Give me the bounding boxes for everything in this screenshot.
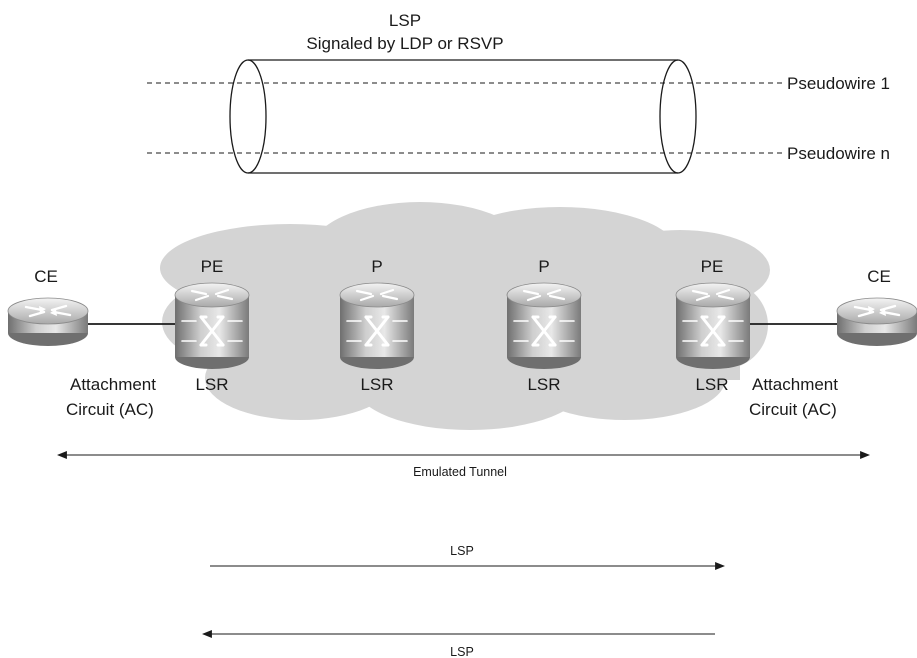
router-icon [836, 297, 917, 346]
device-role-ce-right: CE [867, 267, 891, 286]
ac-left-line2: Circuit (AC) [66, 400, 154, 419]
lsp-forward-label: LSP [450, 544, 474, 558]
lsr-icon-part [364, 315, 390, 347]
lsr-label-pe-left: LSR [195, 375, 228, 394]
device-role-pe-left: PE [201, 257, 224, 276]
lsr-icon-part [675, 282, 751, 308]
lsr-icon-part [691, 288, 735, 302]
device-role-p-1: P [371, 257, 382, 276]
pseudowire-1-label: Pseudowire 1 [787, 74, 890, 93]
pseudowire-n-label: Pseudowire n [787, 144, 890, 163]
lsr-label-p-1: LSR [360, 375, 393, 394]
device-role-ce-left: CE [34, 267, 58, 286]
lsp-tunnel-title: LSP [389, 11, 421, 30]
emulated-tunnel-label: Emulated Tunnel [413, 465, 507, 479]
label-switch-router-icon [339, 282, 415, 369]
lsp-reverse-label: LSP [450, 645, 474, 658]
lsr-icon-part [174, 282, 250, 308]
lsr-icon-part [682, 320, 744, 342]
lsp-tunnel-tube [229, 59, 697, 174]
label-switch-router-icon [506, 282, 582, 369]
lsr-label-pe-right: LSR [695, 375, 728, 394]
lsr-icon-part [339, 282, 415, 308]
router-icon [7, 297, 89, 346]
lsr-icon-part [531, 315, 557, 347]
lsp-tunnel-subtitle: Signaled by LDP or RSVP [306, 34, 503, 53]
lsr-label-p-2: LSR [527, 375, 560, 394]
lsr-icon-part [700, 315, 726, 347]
lsr-icon-part [190, 288, 234, 302]
lsr-icon-part [355, 288, 399, 302]
lsr-icon-part [513, 320, 575, 342]
label-switch-router-icon [675, 282, 751, 369]
device-role-p-2: P [538, 257, 549, 276]
ac-left-line1: Attachment [70, 375, 156, 394]
label-switch-router-icon [174, 282, 250, 369]
ac-right-line2: Circuit (AC) [749, 400, 837, 419]
lsr-icon-part [522, 288, 566, 302]
ac-right-line1: Attachment [752, 375, 838, 394]
lsr-icon-part [199, 315, 225, 347]
lsr-icon-part [346, 320, 408, 342]
device-role-pe-right: PE [701, 257, 724, 276]
lsr-icon-part [506, 282, 582, 308]
lsr-icon-part [181, 320, 243, 342]
